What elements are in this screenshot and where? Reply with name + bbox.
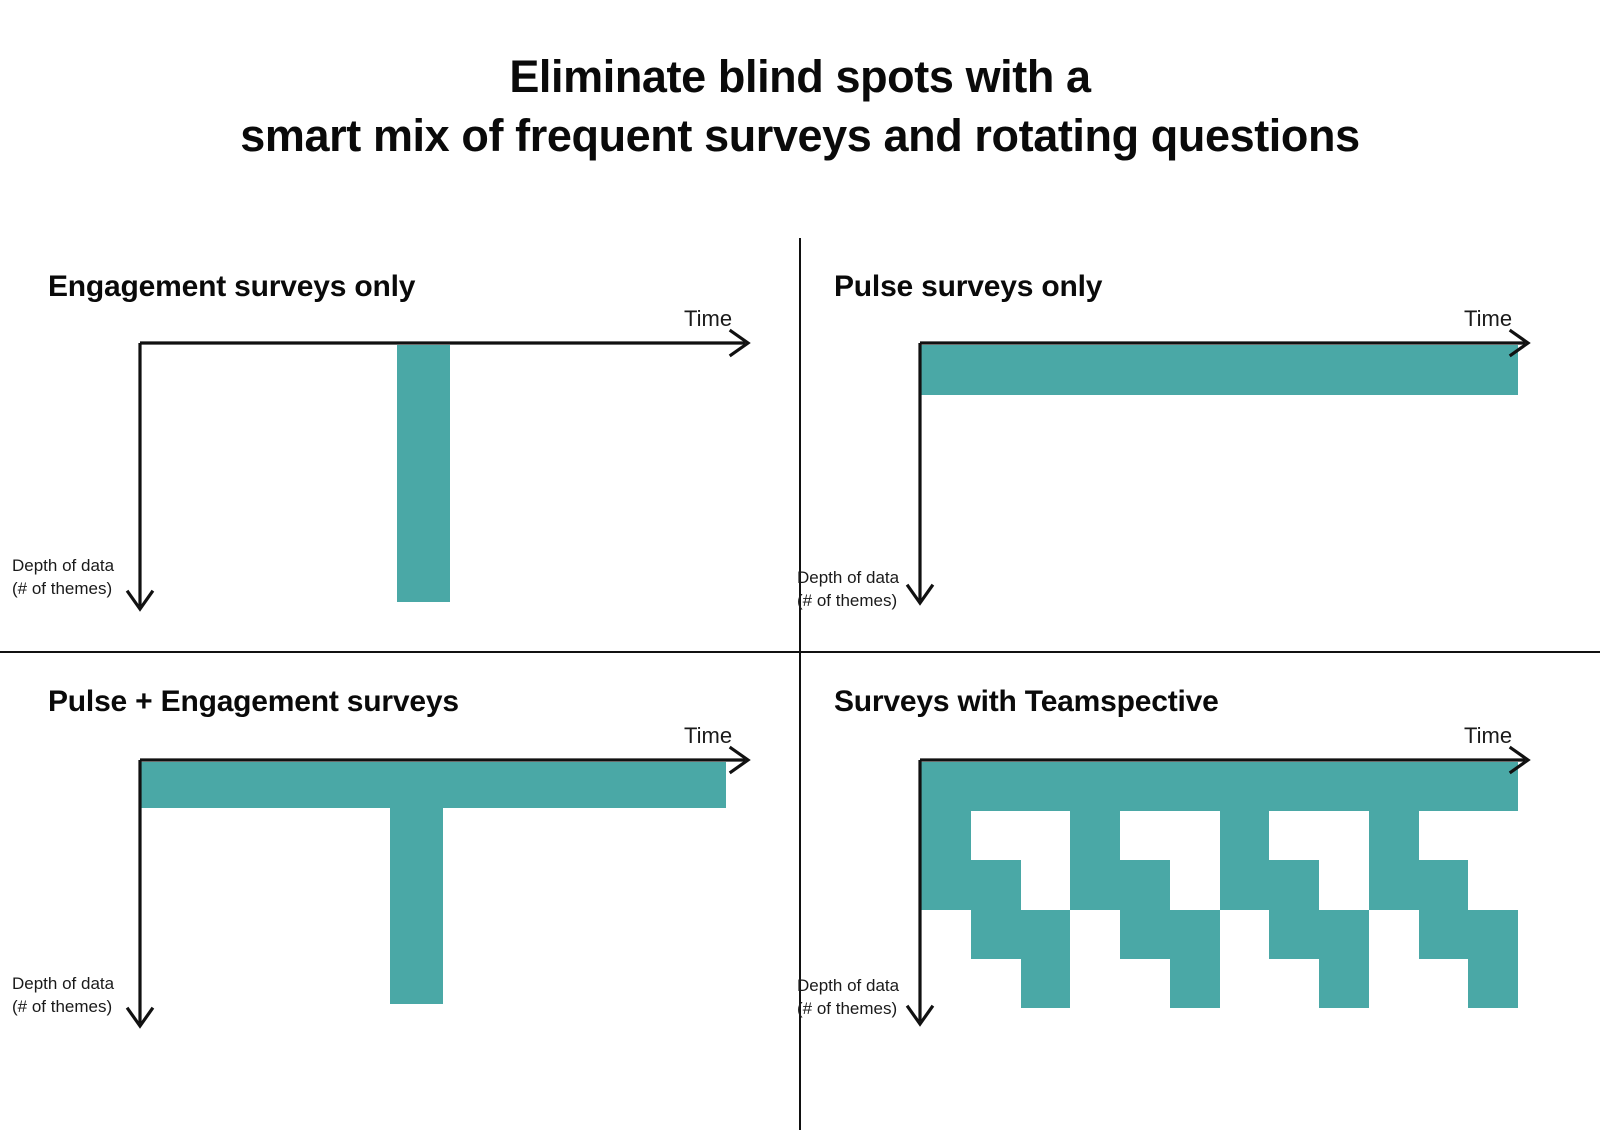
axis-label-time-q2: Time xyxy=(1464,306,1513,331)
panel-title-pulse-surveys-only: Pulse surveys only xyxy=(834,270,1103,303)
axis-label-depth-q1: Depth of data (# of themes) xyxy=(12,555,114,601)
pattern-cell-r0-c0 xyxy=(921,762,971,812)
pattern-cell-r0-c7 xyxy=(1269,762,1319,812)
axes-pulse-engagement xyxy=(125,745,751,1029)
pattern-cell-r0-c2 xyxy=(1020,762,1071,812)
pattern-cell-r3-c8 xyxy=(1319,909,1369,959)
page-title: Eliminate blind spots with a smart mix o… xyxy=(0,48,1600,165)
axis-label-depth-line-1-q3: Depth of data xyxy=(12,974,115,993)
pattern-cell-r0-c9 xyxy=(1368,762,1419,812)
pattern-cell-r2-c10 xyxy=(1418,860,1469,910)
axis-label-time-q4: Time xyxy=(1464,723,1513,748)
pattern-cell-r3-c11 xyxy=(1468,909,1518,959)
pattern-cell-r3-c10 xyxy=(1418,909,1469,959)
pattern-cell-r4-c2 xyxy=(1020,958,1071,1008)
pattern-cell-r1-c6 xyxy=(1219,811,1270,861)
pattern-cell-r0-c1 xyxy=(970,762,1021,812)
panel-engagement-surveys-only: Engagement surveys only Time Depth of da… xyxy=(0,238,799,651)
axis-label-depth-line-1-q4: Depth of data xyxy=(797,976,900,995)
pattern-cell-r3-c1 xyxy=(970,909,1021,959)
vertical-divider xyxy=(799,238,801,1130)
pattern-cell-r0-c5 xyxy=(1169,762,1220,812)
pattern-cell-r0-c11 xyxy=(1468,762,1518,812)
pattern-cell-r2-c7 xyxy=(1269,860,1319,910)
bar-pulse-band xyxy=(921,345,1518,395)
axes-engagement xyxy=(125,328,751,612)
axis-label-depth-line-2-q3: (# of themes) xyxy=(12,996,113,1016)
axis-label-depth-q3: Depth of data (# of themes) xyxy=(12,973,114,1019)
pattern-cell-r2-c9 xyxy=(1368,860,1419,910)
pattern-cell-r2-c3 xyxy=(1070,860,1120,910)
pattern-cell-r2-c4 xyxy=(1120,860,1170,910)
pattern-cell-r3-c4 xyxy=(1120,909,1170,959)
axes-teamspective xyxy=(905,745,1531,1027)
pattern-cell-r3-c7 xyxy=(1269,909,1319,959)
page-title-line-2: smart mix of frequent surveys and rotati… xyxy=(240,109,1360,161)
pattern-cell-r4-c8 xyxy=(1319,958,1369,1008)
pattern-grid-teamspective xyxy=(921,762,1518,1008)
axis-label-depth-line-2-q1: (# of themes) xyxy=(12,578,113,598)
pattern-cell-r0-c8 xyxy=(1319,762,1369,812)
axis-label-depth-line-1-q2: Depth of data xyxy=(797,568,900,587)
axes-pulse xyxy=(905,328,1531,606)
axis-label-time-q3: Time xyxy=(684,723,733,748)
pattern-cell-r4-c5 xyxy=(1169,958,1220,1008)
panel-pulse-plus-engagement-surveys: Pulse + Engagement surveys Time Depth of… xyxy=(0,653,799,1130)
axis-label-depth-q4: Depth of data (# of themes) xyxy=(797,975,899,1021)
pattern-cell-r2-c0 xyxy=(921,860,971,910)
pattern-cell-r1-c3 xyxy=(1070,811,1120,861)
panel-title-surveys-with-teamspective: Surveys with Teamspective xyxy=(834,685,1219,718)
axis-label-depth-line-2-q2: (# of themes) xyxy=(797,590,898,610)
pattern-cell-r1-c0 xyxy=(921,811,971,861)
quadrant-grid: Engagement surveys only Time Depth of da… xyxy=(0,238,1600,1130)
pattern-cell-r0-c3 xyxy=(1070,762,1120,812)
axis-label-time-q1: Time xyxy=(684,306,733,331)
axis-label-depth-line-2-q4: (# of themes) xyxy=(797,998,898,1018)
panel-title-engagement-surveys-only: Engagement surveys only xyxy=(48,270,416,303)
bar-engagement-spike-combined xyxy=(390,762,443,1004)
page-title-line-1: Eliminate blind spots with a xyxy=(509,51,1091,102)
bar-engagement-spike xyxy=(397,345,450,602)
axis-label-depth-line-1-q1: Depth of data xyxy=(12,556,115,575)
pattern-cell-r4-c11 xyxy=(1468,958,1518,1008)
pattern-cell-r0-c10 xyxy=(1418,762,1469,812)
pattern-cell-r2-c1 xyxy=(970,860,1021,910)
pattern-cell-r2-c6 xyxy=(1219,860,1270,910)
pattern-cell-r3-c2 xyxy=(1020,909,1071,959)
axis-label-depth-q2: Depth of data (# of themes) xyxy=(797,567,899,613)
horizontal-divider xyxy=(0,651,1600,653)
panel-pulse-surveys-only: Pulse surveys only Time Depth of data (#… xyxy=(797,238,1600,651)
pattern-cell-r0-c6 xyxy=(1219,762,1270,812)
pattern-cell-r3-c5 xyxy=(1169,909,1220,959)
pattern-cell-r0-c4 xyxy=(1120,762,1170,812)
pattern-cell-r1-c9 xyxy=(1368,811,1419,861)
panel-title-pulse-plus-engagement: Pulse + Engagement surveys xyxy=(48,685,459,718)
panel-surveys-with-teamspective: Surveys with Teamspective Time Depth of … xyxy=(797,653,1600,1130)
